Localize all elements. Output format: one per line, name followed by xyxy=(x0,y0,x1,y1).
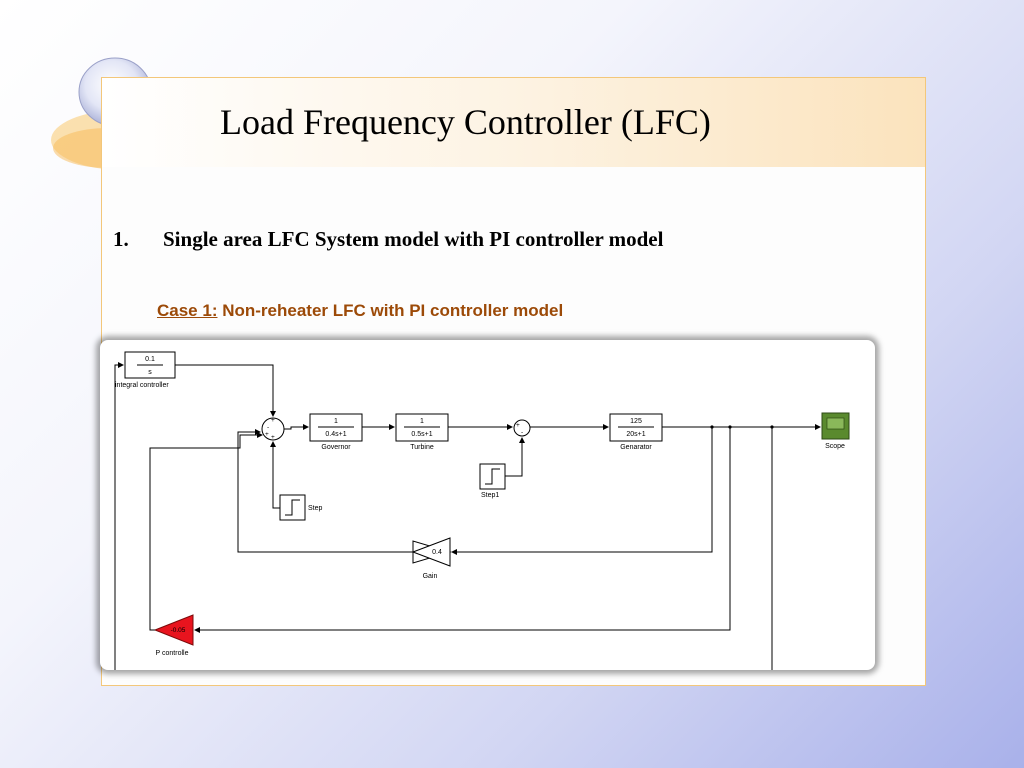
case-subheading: Case 1: Non-reheater LFC with PI control… xyxy=(157,301,563,321)
integral-denominator: s xyxy=(148,369,152,376)
step-label: Step xyxy=(308,505,323,512)
title-band xyxy=(102,78,925,167)
generator-numerator: 125 xyxy=(630,418,642,425)
sum1-sign-left: - xyxy=(267,424,269,431)
p-controller-block[interactable]: -0.05 xyxy=(153,614,194,646)
sum-block-1[interactable]: - + + + xyxy=(261,417,285,441)
step1-label: Step1 xyxy=(481,492,499,499)
turbine-block[interactable]: 1 0.5s+1 xyxy=(395,413,449,442)
integral-controller-label: integral controller xyxy=(115,382,169,389)
turbine-numerator: 1 xyxy=(420,418,424,425)
gain-value: 0.4 xyxy=(432,549,442,556)
scope-block[interactable] xyxy=(821,412,850,440)
heading-text: Single area LFC System model with PI con… xyxy=(163,227,664,251)
turbine-label: Turbine xyxy=(410,444,434,451)
sum1-sign-left2: + xyxy=(265,431,269,438)
sum1-sign-bottom: + xyxy=(271,434,275,441)
integral-numerator: 0.1 xyxy=(145,356,155,363)
section-heading: 1. Single area LFC System model with PI c… xyxy=(113,227,663,252)
simulink-diagram: 0.1 s integral controller - + + + 1 0.4s… xyxy=(100,340,875,670)
gain-label: Gain xyxy=(423,573,438,580)
governor-label: Governor xyxy=(321,444,351,451)
sum2-sign-left: + xyxy=(516,422,520,429)
step-block[interactable] xyxy=(279,494,306,521)
case-label: Case 1: xyxy=(157,301,218,320)
signal-lines xyxy=(114,362,821,670)
governor-numerator: 1 xyxy=(334,418,338,425)
case-text: Non-reheater LFC with PI controller mode… xyxy=(217,301,564,320)
p-controller-label: P controlle xyxy=(156,650,189,657)
gain-block[interactable]: 0.4 xyxy=(411,537,452,567)
generator-denominator: 20s+1 xyxy=(626,431,645,438)
heading-number: 1. xyxy=(113,227,129,251)
sum-block-2[interactable]: + - xyxy=(513,419,531,437)
integral-controller-block[interactable]: 0.1 s xyxy=(124,351,176,379)
governor-block[interactable]: 1 0.4s+1 xyxy=(309,413,363,442)
p-controller-value: -0.05 xyxy=(171,627,186,634)
sum2-sign-bottom: - xyxy=(521,429,523,436)
generator-block[interactable]: 125 20s+1 xyxy=(609,413,663,442)
scope-label: Scope xyxy=(825,443,845,450)
slide-title: Load Frequency Controller (LFC) xyxy=(220,102,711,142)
turbine-denominator: 0.5s+1 xyxy=(411,431,432,438)
generator-label: Genarator xyxy=(620,444,652,451)
step1-block[interactable] xyxy=(479,463,506,490)
governor-denominator: 0.4s+1 xyxy=(325,431,346,438)
sum1-sign-top: + xyxy=(271,417,275,424)
